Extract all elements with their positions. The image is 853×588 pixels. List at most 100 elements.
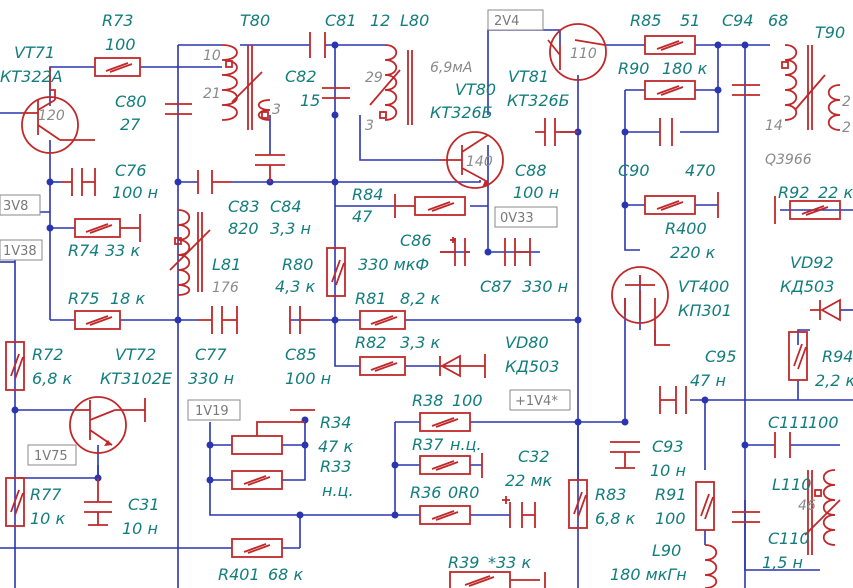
r38-ref: R38	[412, 391, 443, 410]
tp-1v19: 1V19	[195, 404, 229, 419]
c95-ref: C95	[705, 347, 737, 366]
vt81-ref: VT81	[508, 67, 549, 86]
r91-ref: R91	[655, 485, 686, 504]
l80-current: 6,9мА	[430, 60, 472, 76]
c111-value: 100	[808, 413, 839, 432]
c77-value: 330 н	[188, 369, 234, 388]
l90-ref: L90	[652, 541, 681, 560]
r81-value: 8,2 к	[400, 289, 441, 308]
vt81-type: КТ326Б	[507, 91, 570, 110]
c88-value: 100 н	[513, 183, 559, 202]
r72-ref: R72	[32, 345, 63, 364]
c32-ref: C32	[518, 447, 550, 466]
l81-value: 176	[212, 280, 239, 296]
vt80-type: КТ326Б	[430, 103, 493, 122]
t80-pin-b: 21	[203, 86, 221, 102]
vt400-type: КП301	[678, 301, 732, 320]
c82-value: 15	[300, 91, 320, 110]
r400-ref: R400	[665, 219, 707, 238]
l80-pin-b: 3	[365, 118, 374, 134]
vt81-symbol	[547, 23, 607, 81]
c31-value: 10 н	[122, 519, 158, 538]
r74-value: 33 к	[105, 241, 140, 260]
t80-pin-c: 3	[272, 102, 281, 118]
r75-ref: R75	[68, 289, 99, 308]
r37-ref: R37	[412, 435, 444, 454]
r34-value: 47 к	[318, 437, 353, 456]
r400-value: 220 к	[670, 243, 716, 262]
inductors	[169, 44, 841, 588]
r36-value: 0R0	[448, 483, 479, 502]
r34-ref: R34	[320, 413, 351, 432]
l81-ref: L81	[212, 255, 241, 274]
c81-ref: C81	[325, 11, 357, 30]
node-boxes: 2V4 3V8 1V38 0V33 +1V4* 1V19 1V75	[0, 9, 571, 466]
t90-pin-c: 2	[842, 120, 851, 136]
c87-ref: C87	[480, 277, 512, 296]
vt80-ref: VT80	[455, 80, 496, 99]
c90-value: 470	[685, 161, 716, 180]
t90-part: Q3966	[765, 152, 812, 168]
r73-body	[94, 57, 141, 77]
c94-value: 68	[768, 11, 788, 30]
c87-value: 330 н	[522, 277, 568, 296]
vd80-type: КД503	[505, 357, 559, 376]
c110-ref: C110	[768, 529, 810, 548]
c93-value: 10 н	[650, 461, 686, 480]
c84-ref: C84	[270, 197, 302, 216]
vt400-symbol	[611, 266, 670, 346]
c82-ref: C82	[285, 67, 317, 86]
tp-3v8: 3V8	[3, 199, 28, 214]
tp-0v33: 0V33	[500, 211, 534, 226]
c110-value: 1,5 н	[762, 553, 803, 572]
r83-ref: R83	[595, 485, 626, 504]
t90-pin-b: 2	[842, 94, 851, 110]
r84-value: 47	[352, 207, 373, 226]
vt71-node: 120	[38, 108, 65, 124]
c88-ref: C88	[515, 161, 547, 180]
r37-value: н.ц.	[450, 435, 482, 454]
vt72-ref: VT72	[115, 345, 156, 364]
capacitors	[62, 32, 791, 528]
tp-1v38: 1V38	[3, 244, 37, 259]
r36-ref: R36	[410, 483, 441, 502]
r85-ref: R85	[630, 11, 661, 30]
c93-ref: C93	[652, 437, 684, 456]
l80-pin-a: 29	[365, 70, 383, 86]
c81-value: 12	[370, 11, 390, 30]
c83-value: 820	[228, 219, 259, 238]
vd80-ref: VD80	[505, 333, 549, 352]
c80-value: 27	[120, 115, 141, 134]
r90-ref: R90	[618, 59, 649, 78]
r75-value: 18 к	[110, 289, 145, 308]
l90-value: 180 мкГн	[610, 565, 687, 584]
vd92-type: КД503	[780, 277, 834, 296]
c90-ref: C90	[618, 161, 650, 180]
r83-value: 6,8 к	[595, 509, 636, 528]
c77-ref: C77	[195, 345, 227, 364]
r85-value: 51	[680, 11, 700, 30]
r94-ref: R94	[822, 347, 853, 366]
r92-ref: R92	[778, 183, 809, 202]
c83-ref: C83	[228, 197, 260, 216]
c86-value: 330 мкФ	[358, 255, 429, 274]
r33-value: н.ц.	[322, 481, 354, 500]
c80-ref: C80	[115, 92, 147, 111]
r401-ref: R401	[218, 565, 260, 584]
l110-ref: L110	[772, 475, 811, 494]
tp-2v4: 2V4	[494, 14, 519, 29]
l110-value: 46	[798, 498, 816, 514]
r84-ref: R84	[352, 185, 383, 204]
r73-ref: R73	[102, 11, 133, 30]
diodes	[439, 298, 841, 378]
r92-value: 22 к	[818, 183, 853, 202]
c84-value: 3,3 н	[270, 219, 311, 238]
t90-pin-a: 14	[765, 118, 783, 134]
labels: R73 100 VT71 КТ322А 120 C80 27 T80 10 21…	[0, 11, 853, 584]
c86-ref: C86	[400, 231, 432, 250]
t90-ref: T90	[815, 23, 845, 42]
vt71-symbol	[21, 67, 95, 154]
r80-ref: R80	[282, 255, 313, 274]
c111-ref: C111	[768, 413, 810, 432]
